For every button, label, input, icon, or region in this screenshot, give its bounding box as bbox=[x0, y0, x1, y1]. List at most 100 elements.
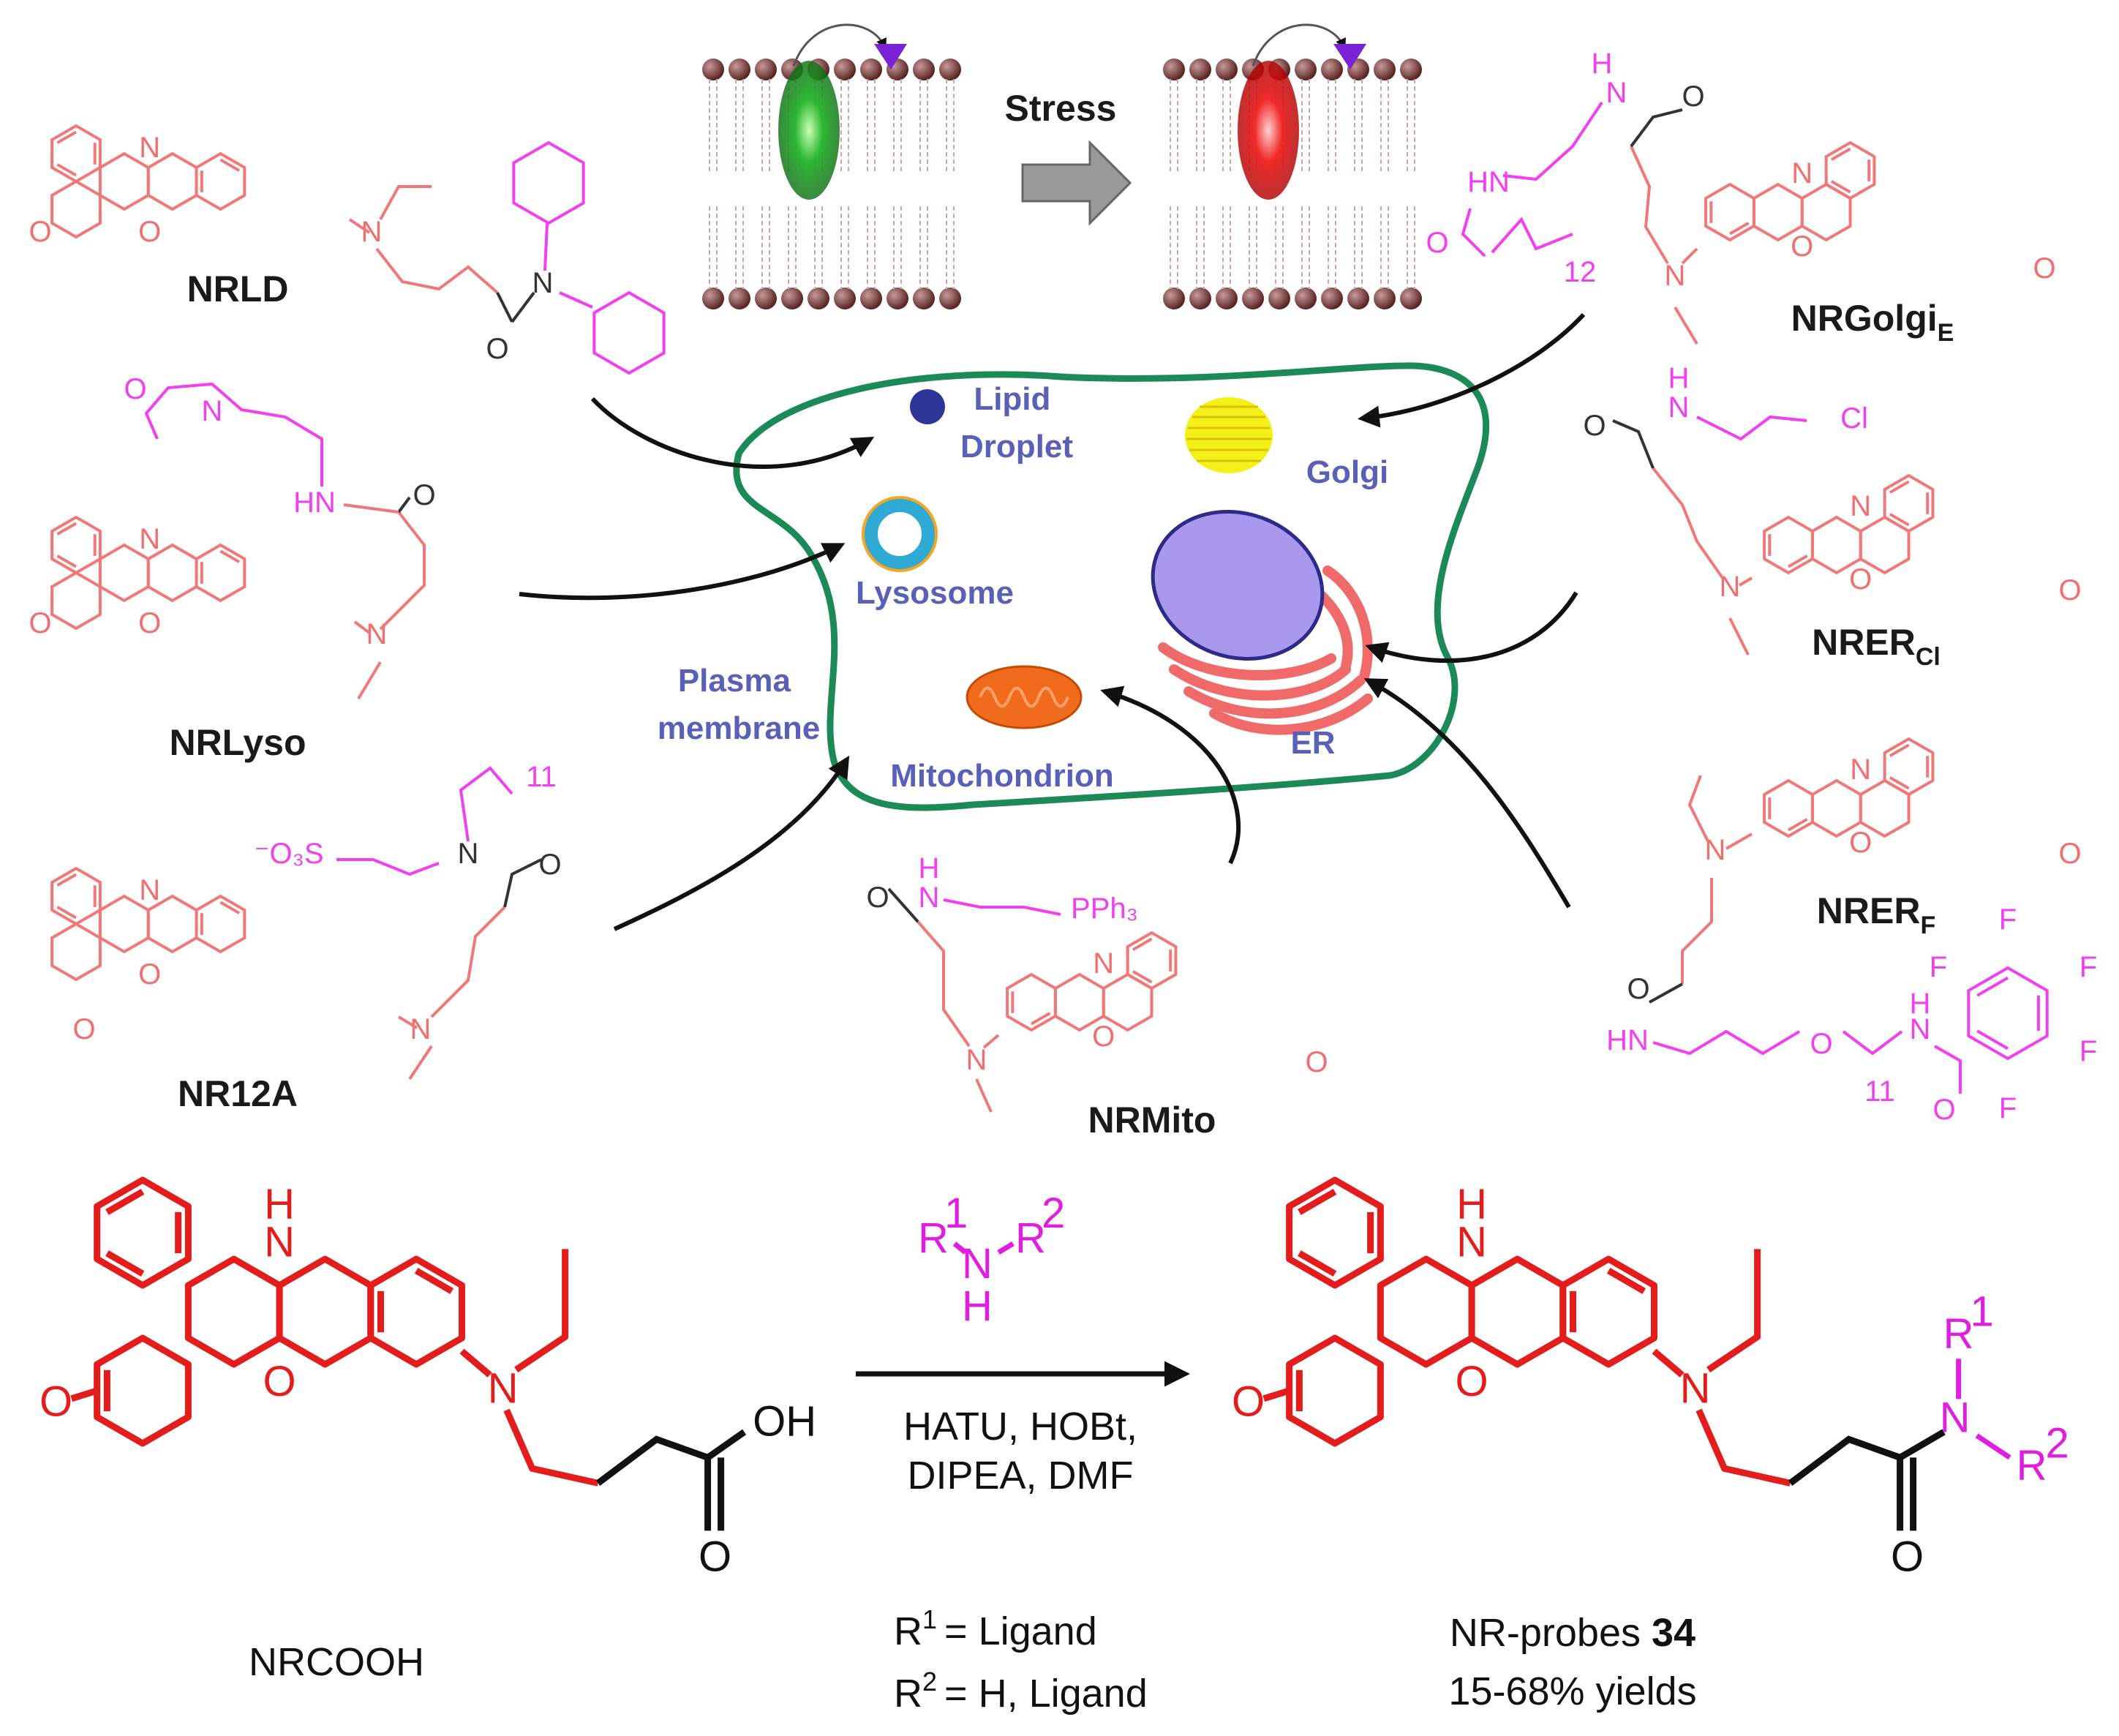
golgi-label: Golgi bbox=[1306, 454, 1388, 490]
amine-reagent: R 1 N H R 2 bbox=[918, 1190, 1065, 1330]
svg-text:O: O bbox=[1682, 80, 1704, 113]
quencher-triangle-icon bbox=[1333, 44, 1366, 69]
lipid-head-icon bbox=[860, 59, 882, 80]
svg-text:H: H bbox=[264, 1180, 295, 1228]
cell: Lipid Droplet Golgi Lysosome ER bbox=[658, 362, 1490, 811]
svg-text:HN: HN bbox=[1467, 166, 1510, 198]
lipid-head-icon bbox=[939, 288, 961, 309]
svg-text:2: 2 bbox=[1042, 1190, 1065, 1237]
svg-text:R1= Ligand: R1= Ligand bbox=[894, 1604, 1097, 1653]
lipid-head-icon bbox=[913, 288, 935, 309]
lipid-head-icon bbox=[834, 288, 856, 309]
probe-label-nrmito: NRMito bbox=[1088, 1100, 1216, 1141]
svg-text:O: O bbox=[1305, 1046, 1328, 1078]
svg-text:11: 11 bbox=[1864, 1075, 1895, 1108]
svg-text:N: N bbox=[532, 267, 554, 299]
svg-text:F: F bbox=[1930, 951, 1947, 983]
svg-text:O: O bbox=[138, 607, 161, 639]
svg-text:O: O bbox=[538, 849, 561, 881]
svg-text:N: N bbox=[361, 216, 383, 248]
lipid-head-icon bbox=[1400, 288, 1422, 309]
product-label: NR-probes 34 bbox=[1450, 1611, 1695, 1655]
svg-text:12: 12 bbox=[1564, 256, 1597, 288]
svg-text:H: H bbox=[1668, 362, 1690, 394]
svg-text:O: O bbox=[1627, 973, 1649, 1005]
lysosome-label: Lysosome bbox=[856, 575, 1014, 611]
stress-arrow-icon bbox=[1021, 140, 1132, 226]
svg-text:O: O bbox=[138, 216, 161, 248]
svg-text:F: F bbox=[1999, 1092, 2017, 1124]
lipid-head-icon bbox=[1216, 59, 1238, 80]
targeting-arrows bbox=[519, 312, 1586, 931]
svg-text:PPh₃: PPh₃ bbox=[1071, 893, 1138, 925]
svg-text:O: O bbox=[124, 373, 146, 405]
svg-text:O: O bbox=[2033, 252, 2055, 285]
probe-label-nrer-cl: NRERCl bbox=[1812, 622, 1941, 671]
svg-text:N: N bbox=[264, 1218, 295, 1266]
lipid-head-icon bbox=[1321, 288, 1343, 309]
svg-text:O: O bbox=[1426, 227, 1448, 259]
lipid-head-icon bbox=[808, 288, 829, 309]
lipid-head-icon bbox=[729, 288, 750, 309]
membrane-before bbox=[702, 23, 961, 309]
lipid-head-icon bbox=[939, 59, 961, 80]
lipid-head-icon bbox=[1163, 288, 1185, 309]
svg-text:O: O bbox=[72, 1013, 95, 1045]
svg-text:⁻O₃S: ⁻O₃S bbox=[254, 838, 323, 870]
svg-text:N: N bbox=[139, 132, 160, 164]
probe-green-glow bbox=[778, 61, 840, 200]
svg-text:11: 11 bbox=[526, 761, 557, 793]
svg-text:H: H bbox=[1456, 1180, 1487, 1228]
svg-text:OH: OH bbox=[753, 1397, 816, 1445]
svg-text:N: N bbox=[139, 874, 160, 906]
svg-text:O: O bbox=[2058, 838, 2081, 870]
svg-text:R: R bbox=[2017, 1441, 2047, 1489]
svg-text:N: N bbox=[962, 1240, 993, 1288]
lipid-head-icon bbox=[1216, 288, 1238, 309]
svg-text:F: F bbox=[2080, 951, 2097, 983]
product-yield: 15-68% yields bbox=[1448, 1669, 1696, 1713]
svg-text:H: H bbox=[919, 852, 940, 884]
svg-text:N: N bbox=[1606, 77, 1627, 109]
svg-text:O: O bbox=[413, 479, 435, 511]
r-group-definitions: R1= Ligand R2= H, Ligand bbox=[894, 1604, 1148, 1716]
svg-text:N: N bbox=[458, 838, 479, 870]
svg-text:2: 2 bbox=[2045, 1419, 2069, 1467]
svg-text:O: O bbox=[1849, 563, 1872, 595]
svg-text:O: O bbox=[29, 216, 51, 248]
lipid-droplet-label: Lipid Droplet bbox=[960, 381, 1073, 465]
lipid-head-icon bbox=[860, 288, 882, 309]
svg-text:R: R bbox=[918, 1214, 949, 1262]
svg-text:H: H bbox=[1592, 48, 1613, 80]
nrld-structure: N O O N O N bbox=[29, 124, 666, 375]
plasma-membrane-outline bbox=[733, 362, 1490, 811]
lipid-droplet-icon bbox=[910, 389, 945, 424]
lipid-head-icon bbox=[887, 288, 908, 309]
svg-text:O: O bbox=[486, 333, 508, 365]
lysosome-icon bbox=[863, 497, 936, 571]
quencher-triangle-icon bbox=[874, 44, 907, 69]
membrane-after bbox=[1163, 23, 1422, 309]
svg-text:N: N bbox=[1665, 260, 1686, 292]
svg-text:O: O bbox=[263, 1358, 296, 1405]
svg-text:O: O bbox=[1232, 1378, 1265, 1425]
svg-text:O: O bbox=[29, 607, 51, 639]
lipid-head-icon bbox=[1295, 288, 1317, 309]
mitochondrion-icon bbox=[966, 665, 1083, 729]
svg-text:H: H bbox=[1910, 988, 1931, 1020]
svg-text:N: N bbox=[1940, 1394, 1971, 1441]
probe-label-nrgolgi: NRGolgiE bbox=[1791, 298, 1954, 347]
lipid-head-icon bbox=[1347, 288, 1369, 309]
svg-text:N: N bbox=[139, 523, 160, 555]
lipid-head-icon bbox=[1268, 288, 1290, 309]
lipid-head-icon bbox=[729, 59, 750, 80]
svg-text:N: N bbox=[1850, 490, 1871, 522]
svg-text:Cl: Cl bbox=[1840, 402, 1868, 435]
